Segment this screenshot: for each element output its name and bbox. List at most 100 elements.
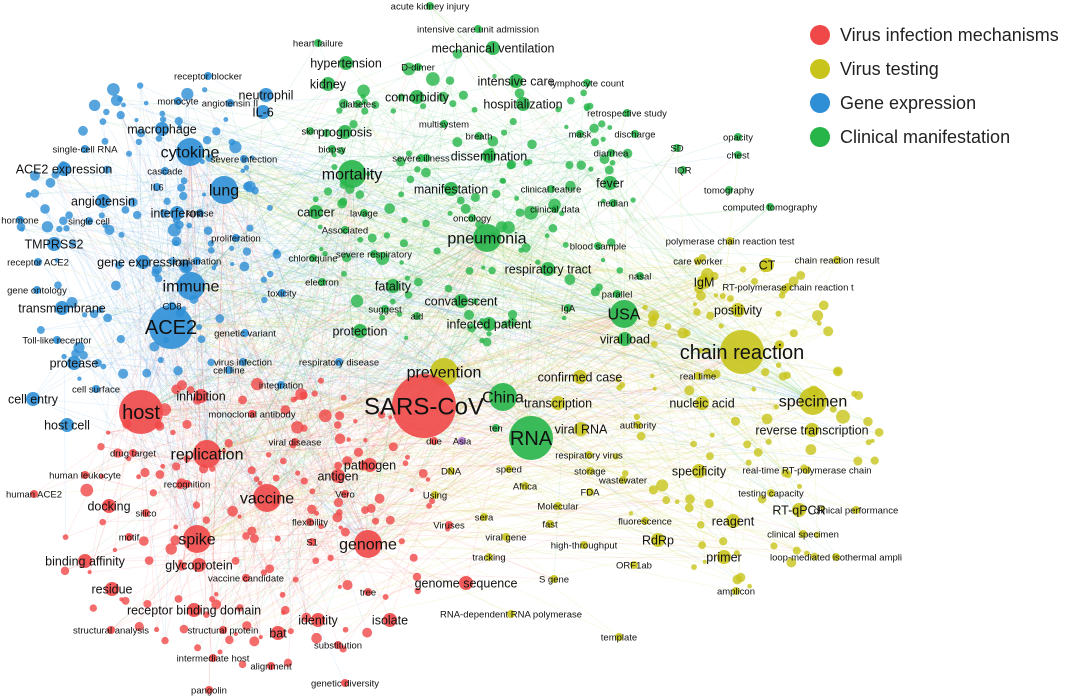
term-node[interactable] [574,422,588,436]
term-node[interactable] [353,324,367,338]
term-node[interactable] [767,489,775,497]
term-node[interactable] [239,358,247,366]
term-node[interactable] [551,396,565,410]
term-node[interactable] [576,130,584,138]
term-node[interactable] [309,254,317,262]
term-node[interactable] [440,120,448,128]
term-node[interactable] [196,209,204,217]
term-node[interactable] [734,151,742,159]
term-node[interactable] [505,465,513,473]
term-node[interactable] [573,370,587,384]
term-node[interactable] [444,182,458,196]
term-node[interactable] [720,330,764,374]
term-node[interactable] [410,90,424,104]
term-node[interactable] [102,499,116,513]
term-node[interactable] [585,451,593,459]
term-node[interactable] [468,214,476,222]
term-node[interactable] [341,490,349,498]
term-node[interactable] [631,130,639,138]
term-node[interactable] [541,262,555,276]
term-node[interactable] [306,518,314,526]
term-node[interactable] [692,464,706,478]
term-node[interactable] [267,662,275,670]
term-node[interactable] [363,458,377,472]
term-node[interactable] [364,588,372,596]
term-node[interactable] [119,390,163,434]
term-node[interactable] [306,127,314,135]
term-node[interactable] [852,506,860,514]
term-node[interactable] [583,79,591,87]
term-node[interactable] [60,418,74,432]
term-node[interactable] [381,305,389,313]
term-node[interactable] [174,97,182,105]
term-node[interactable] [338,160,366,188]
term-node[interactable] [341,679,349,687]
term-node[interactable] [183,525,211,553]
term-node[interactable] [241,329,249,337]
term-node[interactable] [516,97,530,111]
term-node[interactable] [177,272,205,300]
term-node[interactable] [360,209,368,217]
term-node[interactable] [107,626,115,634]
term-node[interactable] [485,553,493,561]
term-node[interactable] [153,183,161,191]
term-node[interactable] [335,358,343,366]
term-node[interactable] [311,613,325,627]
term-node[interactable] [55,301,69,315]
term-node[interactable] [26,392,40,406]
term-node[interactable] [607,149,615,157]
term-node[interactable] [507,610,515,618]
term-node[interactable] [142,509,150,517]
term-node[interactable] [192,558,206,572]
term-node[interactable] [694,372,702,380]
term-node[interactable] [509,416,553,460]
term-node[interactable] [328,145,336,153]
term-node[interactable] [458,437,466,445]
term-node[interactable] [623,109,631,117]
term-node[interactable] [354,530,382,558]
term-node[interactable] [383,613,397,627]
term-node[interactable] [176,138,204,166]
term-node[interactable] [799,530,807,538]
term-node[interactable] [554,502,562,510]
term-node[interactable] [205,686,213,694]
term-node[interactable] [482,149,496,163]
term-node[interactable] [232,234,240,242]
term-node[interactable] [85,217,93,225]
term-node[interactable] [248,410,256,418]
term-node[interactable] [832,553,840,561]
term-node[interactable] [580,541,588,549]
term-node[interactable] [426,2,434,10]
term-node[interactable] [96,194,110,208]
term-node[interactable] [334,641,342,649]
term-node[interactable] [33,286,41,294]
term-node[interactable] [321,77,335,91]
term-node[interactable] [210,176,238,204]
term-node[interactable] [308,538,316,546]
term-node[interactable] [105,582,119,596]
term-node[interactable] [731,303,745,317]
term-node[interactable] [413,312,421,320]
term-node[interactable] [630,561,638,569]
term-node[interactable] [447,467,455,475]
term-node[interactable] [170,206,184,220]
term-node[interactable] [81,145,89,153]
term-node[interactable] [92,385,100,393]
term-node[interactable] [482,317,496,331]
term-node[interactable] [609,199,617,207]
term-node[interactable] [473,224,501,252]
term-node[interactable] [253,484,281,512]
term-node[interactable] [331,469,345,483]
term-node[interactable] [161,167,169,175]
term-node[interactable] [149,305,193,349]
term-node[interactable] [129,449,137,457]
term-node[interactable] [521,482,529,490]
term-node[interactable] [610,300,638,328]
term-node[interactable] [564,304,572,312]
term-node[interactable] [679,166,687,174]
term-node[interactable] [314,39,322,47]
term-node[interactable] [766,203,774,211]
term-node[interactable] [430,437,438,445]
term-node[interactable] [414,63,422,71]
term-node[interactable] [187,603,201,617]
